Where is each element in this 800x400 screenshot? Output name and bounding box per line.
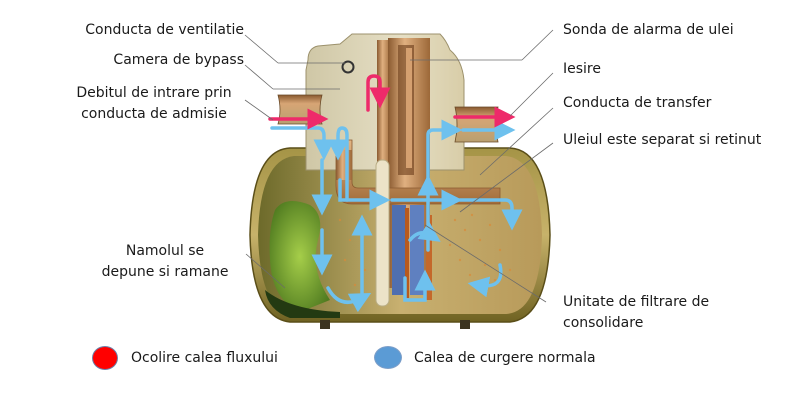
legend-bypass-dot-icon — [92, 346, 118, 370]
label-inlet-flow-line2: conducta de admisie — [81, 106, 227, 122]
label-sludge: Namolul se depune si ramane — [90, 241, 240, 283]
legend-normal-label: Calea de curgere normala — [414, 350, 596, 366]
vent-port-icon — [341, 60, 355, 74]
label-oil-separated: Uleiul este separat si retinut — [563, 132, 762, 148]
sludge-area — [265, 201, 340, 318]
label-vent-pipe: Conducta de ventilatie — [85, 22, 244, 38]
oil-droplets — [338, 213, 512, 287]
outlet-pipe — [454, 106, 499, 143]
label-oil-alarm-probe: Sonda de alarma de ulei — [563, 22, 734, 38]
label-outlet: Iesire — [563, 61, 601, 77]
label-sludge-line2: depune si ramane — [101, 264, 229, 280]
label-inlet-flow: Debitul de intrare prin conducta de admi… — [60, 83, 248, 125]
label-inlet-flow-line1: Debitul de intrare prin — [76, 85, 232, 101]
label-bypass-chamber: Camera de bypass — [113, 52, 244, 68]
label-sludge-line1: Namolul se — [125, 243, 205, 259]
label-transfer-pipe: Conducta de transfer — [563, 95, 712, 111]
label-coalescing-filter: Unitate de filtrare de consolidare — [563, 292, 709, 334]
label-coalescing-filter-line2: consolidare — [563, 315, 644, 331]
legend-bypass-label: Ocolire calea fluxului — [131, 350, 278, 366]
label-coalescing-filter-line1: Unitate de filtrare de — [563, 294, 710, 310]
legend-normal-dot-icon — [374, 346, 402, 369]
leader-lines — [244, 29, 554, 303]
bypass-flow-arrows — [268, 74, 516, 130]
baffle-plate — [375, 159, 390, 307]
